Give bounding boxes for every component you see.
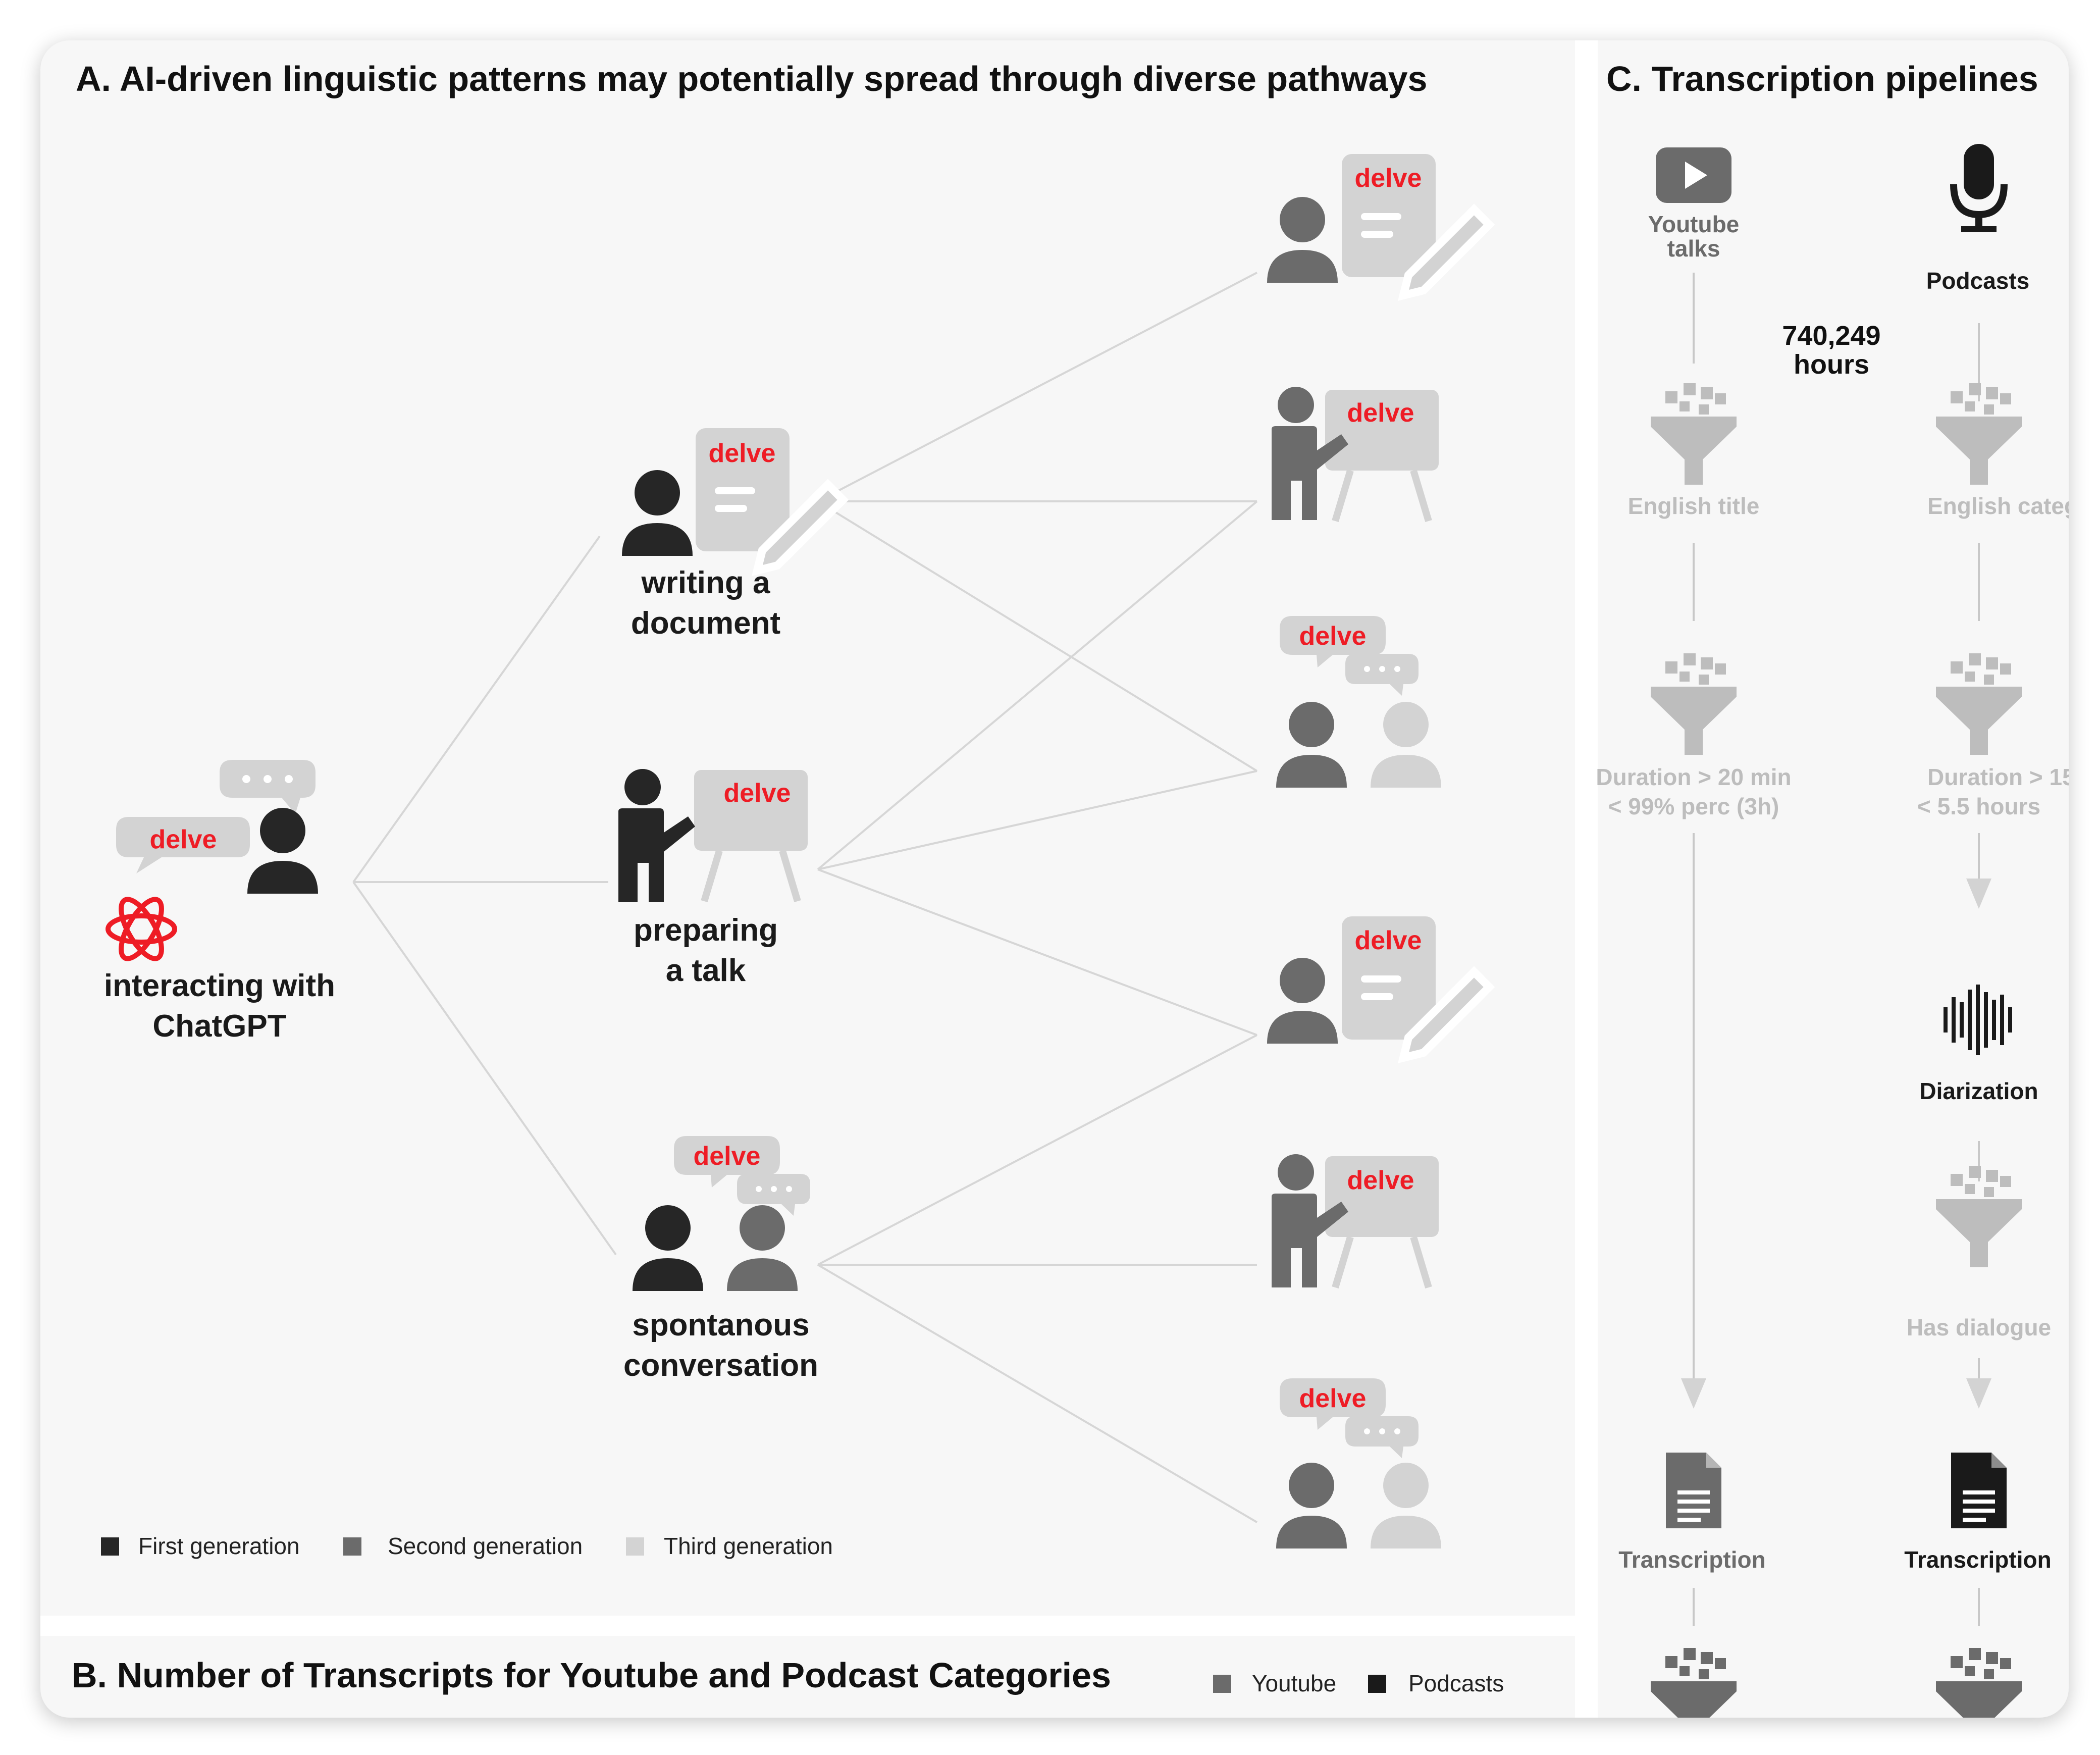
delve-word: delve — [694, 1142, 761, 1171]
third-gen-document-1: delve — [1267, 154, 1495, 301]
node-label-line2: document — [631, 606, 780, 641]
arrow-down-icon — [1966, 879, 1991, 909]
delve-word: delve — [709, 439, 776, 468]
generation-legend: First generation Second generation Third… — [101, 1533, 833, 1559]
document-icon — [1951, 1453, 2007, 1528]
hours-value: 740,249 — [1782, 321, 1880, 351]
vertical-separator — [1575, 40, 1598, 1718]
youtube-label-line2: talks — [1667, 235, 1720, 262]
diarization-label: Diarization — [1919, 1078, 2038, 1104]
person-icon — [1371, 1463, 1441, 1548]
youtube-play-icon — [1656, 147, 1731, 203]
pencil-icon — [1398, 966, 1495, 1063]
presenter-icon — [618, 769, 695, 902]
panel-b-title: B. Number of Transcripts for Youtube and… — [72, 1656, 1111, 1695]
delve-word: delve — [724, 779, 791, 808]
delve-word: delve — [1299, 622, 1367, 651]
ellipsis-speech-bubble — [220, 760, 316, 814]
legend-podcasts: Podcasts — [1408, 1670, 1504, 1696]
person-icon — [1276, 702, 1347, 788]
pencil-icon — [1398, 203, 1495, 301]
delve-word: delve — [1347, 398, 1414, 428]
source-label-line1: interacting with — [104, 968, 335, 1003]
panel-b-legend: Youtube Podcasts — [1213, 1670, 1504, 1696]
legend-youtube: Youtube — [1252, 1670, 1336, 1696]
node-label-line2: a talk — [666, 953, 746, 988]
third-gen-talk-2: delve — [1272, 1154, 1439, 1289]
node-preparing-talk: delve preparing a talk — [618, 769, 808, 988]
person-icon — [633, 1205, 703, 1291]
person-icon — [1267, 958, 1338, 1044]
third-gen-conversation-1: delve — [1276, 616, 1441, 788]
third-gen-document-2: delve — [1267, 916, 1495, 1063]
legend-first-generation: First generation — [138, 1533, 300, 1559]
youtube-label-line1: Youtube — [1648, 211, 1740, 237]
delve-word: delve — [1299, 1384, 1367, 1413]
person-icon — [622, 470, 693, 556]
arrow-down-icon — [1966, 1378, 1991, 1409]
person-icon — [727, 1205, 798, 1291]
filter-funnel-icon — [1936, 1648, 2022, 1718]
podcast-duration-line2: < 5.5 hours — [1917, 793, 2040, 819]
youtube-pipeline: Youtube talks English title Duration > 2… — [1596, 147, 1792, 1718]
ellipsis-speech-bubble — [737, 1174, 810, 1216]
person-icon — [1267, 197, 1338, 283]
youtube-duration-line2: < 99% perc (3h) — [1608, 793, 1779, 819]
source-label-line2: ChatGPT — [152, 1009, 286, 1044]
delve-word: delve — [1347, 1166, 1414, 1195]
filter-funnel-icon — [1936, 653, 2022, 755]
panel-c-title: C. Transcription pipelines — [1606, 59, 2038, 98]
delve-speech-bubble — [116, 817, 250, 873]
podcast-pipeline: Podcasts English category Duration > 15 … — [1904, 144, 2069, 1718]
node-label-line1: preparing — [634, 913, 778, 948]
youtube-duration-line1: Duration > 20 min — [1596, 764, 1791, 790]
person-icon — [1371, 702, 1441, 788]
hours-unit: hours — [1794, 349, 1869, 380]
node-writing-document: delve writing a document — [622, 428, 849, 641]
filter-funnel-icon — [1651, 383, 1737, 485]
node-spontaneous-conversation: delve spontanous conversation — [623, 1136, 818, 1383]
person-icon — [1276, 1463, 1347, 1548]
spread-edges — [352, 272, 1258, 1523]
panel-a-title: A. AI-driven linguistic patterns may pot… — [76, 59, 1427, 98]
chatgpt-source-node: delve interacting with ChatGPT — [104, 760, 335, 1044]
legend-third-generation: Third generation — [664, 1533, 833, 1559]
node-label-line2: conversation — [623, 1348, 818, 1383]
document-icon — [1666, 1453, 1721, 1528]
podcast-filter-category: English category — [1927, 493, 2069, 519]
delve-word: delve — [1355, 164, 1422, 193]
podcasts-label: Podcasts — [1926, 268, 2030, 294]
waveform-icon — [1944, 985, 2012, 1055]
third-gen-conversation-2: delve — [1276, 1378, 1441, 1548]
whiteboard-icon — [694, 770, 808, 851]
youtube-filter-title: English title — [1628, 493, 1760, 519]
delve-word: delve — [1355, 926, 1422, 955]
node-label-line1: writing a — [641, 565, 770, 600]
third-gen-talk-1: delve — [1272, 387, 1439, 523]
node-label-line1: spontanous — [632, 1308, 809, 1343]
filter-funnel-icon — [1651, 653, 1737, 755]
youtube-transcription-label: Transcription — [1618, 1546, 1765, 1573]
delve-word: delve — [150, 825, 217, 854]
podcast-transcription-label: Transcription — [1904, 1546, 2051, 1573]
legend-second-generation: Second generation — [388, 1533, 583, 1559]
pencil-icon — [752, 479, 849, 576]
has-dialogue-label: Has dialogue — [1907, 1314, 2051, 1340]
user-icon — [247, 808, 318, 894]
podcast-duration-line1: Duration > 15 min — [1927, 764, 2069, 790]
filter-funnel-icon — [1651, 1648, 1737, 1718]
arrow-down-icon — [1681, 1378, 1706, 1409]
horizontal-separator — [40, 1616, 1575, 1636]
microphone-icon — [1950, 144, 2008, 232]
figure-card: A. AI-driven linguistic patterns may pot… — [40, 40, 2069, 1718]
openai-logo-icon — [106, 897, 177, 961]
